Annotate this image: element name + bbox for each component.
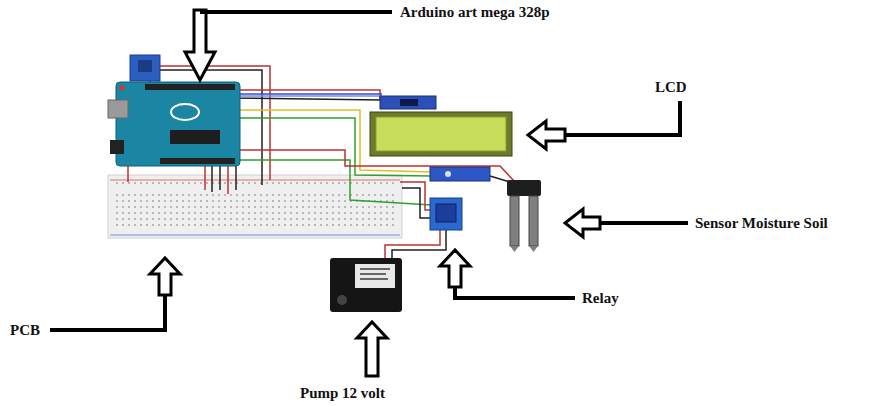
callout-label: Relay (582, 289, 619, 307)
soil-sensor-part (529, 196, 538, 246)
pump-part (360, 273, 386, 275)
lcd-display-part (370, 112, 512, 156)
wires-part (230, 84, 382, 100)
wires-part (204, 165, 206, 190)
sensor-module (430, 167, 490, 181)
leader-lines (50, 12, 688, 330)
wires-part (402, 188, 432, 218)
arduino-board-part (120, 86, 125, 91)
soil-sensor-part (510, 246, 519, 252)
callout-label: LCD (655, 78, 687, 96)
arduino-board-part (116, 82, 240, 166)
arduino-board-part (170, 130, 220, 144)
breadboard-part (110, 235, 400, 236)
wires-part (385, 230, 440, 260)
soil-sensor-part (507, 180, 541, 196)
wires-part (400, 182, 432, 210)
callout-label: PCB (10, 321, 40, 339)
wires-part (235, 165, 237, 190)
callout-arrows-part (357, 322, 387, 376)
soil-sensor-part (529, 246, 538, 252)
callout-arrows-part (440, 250, 470, 287)
pump-part (330, 258, 402, 312)
pump-part (337, 295, 347, 305)
arduino-board-part (145, 84, 235, 90)
callout-arrows (150, 10, 600, 376)
wires-part (211, 165, 213, 192)
wires-part (220, 84, 382, 96)
breadboard-part (108, 175, 402, 238)
i2c-module (380, 96, 436, 109)
wires-part (392, 230, 446, 260)
leader-lines-part (200, 10, 392, 14)
arduino-board-part (108, 100, 128, 118)
callout-arrows-part (565, 209, 600, 237)
callout-arrows-part (150, 258, 180, 295)
leader-lines-part (565, 101, 680, 135)
wires-part (127, 165, 129, 182)
chip (400, 99, 418, 106)
arduino-board-part (171, 104, 199, 120)
breadboard (108, 175, 402, 238)
pump-part (360, 268, 390, 270)
pump-part (360, 278, 388, 280)
arduino-board (108, 82, 240, 166)
callout-arrows-part (528, 121, 565, 149)
leader-lines-part (50, 296, 165, 330)
wires-part (219, 165, 221, 190)
wires-part (227, 165, 229, 194)
lcd-display-part (376, 117, 506, 151)
pump-part (355, 264, 395, 288)
breadboard-part (112, 212, 398, 226)
relay-part (430, 198, 462, 230)
arduino-board-part (110, 140, 124, 154)
relay-part (436, 204, 456, 222)
lcd-display (370, 112, 512, 156)
soil-sensor (507, 180, 541, 252)
chip (138, 60, 152, 72)
soil-sensor-part (510, 196, 519, 246)
relay (430, 198, 462, 230)
pump (330, 258, 402, 312)
callout-label: Pump 12 volt (300, 384, 385, 402)
rtc-module (130, 55, 160, 81)
breadboard-part (110, 180, 400, 181)
breadboard-part (112, 178, 398, 188)
wires-part (490, 176, 510, 182)
leader-lines-part (600, 221, 688, 225)
callout-arrows-part (185, 10, 215, 80)
leader-lines-part (455, 288, 575, 298)
callout-label: Sensor Moisture Soil (695, 214, 828, 232)
arduino-board-part (160, 158, 235, 164)
callout-label: Arduino art mega 328p (400, 3, 550, 21)
potentiometer (445, 171, 451, 177)
